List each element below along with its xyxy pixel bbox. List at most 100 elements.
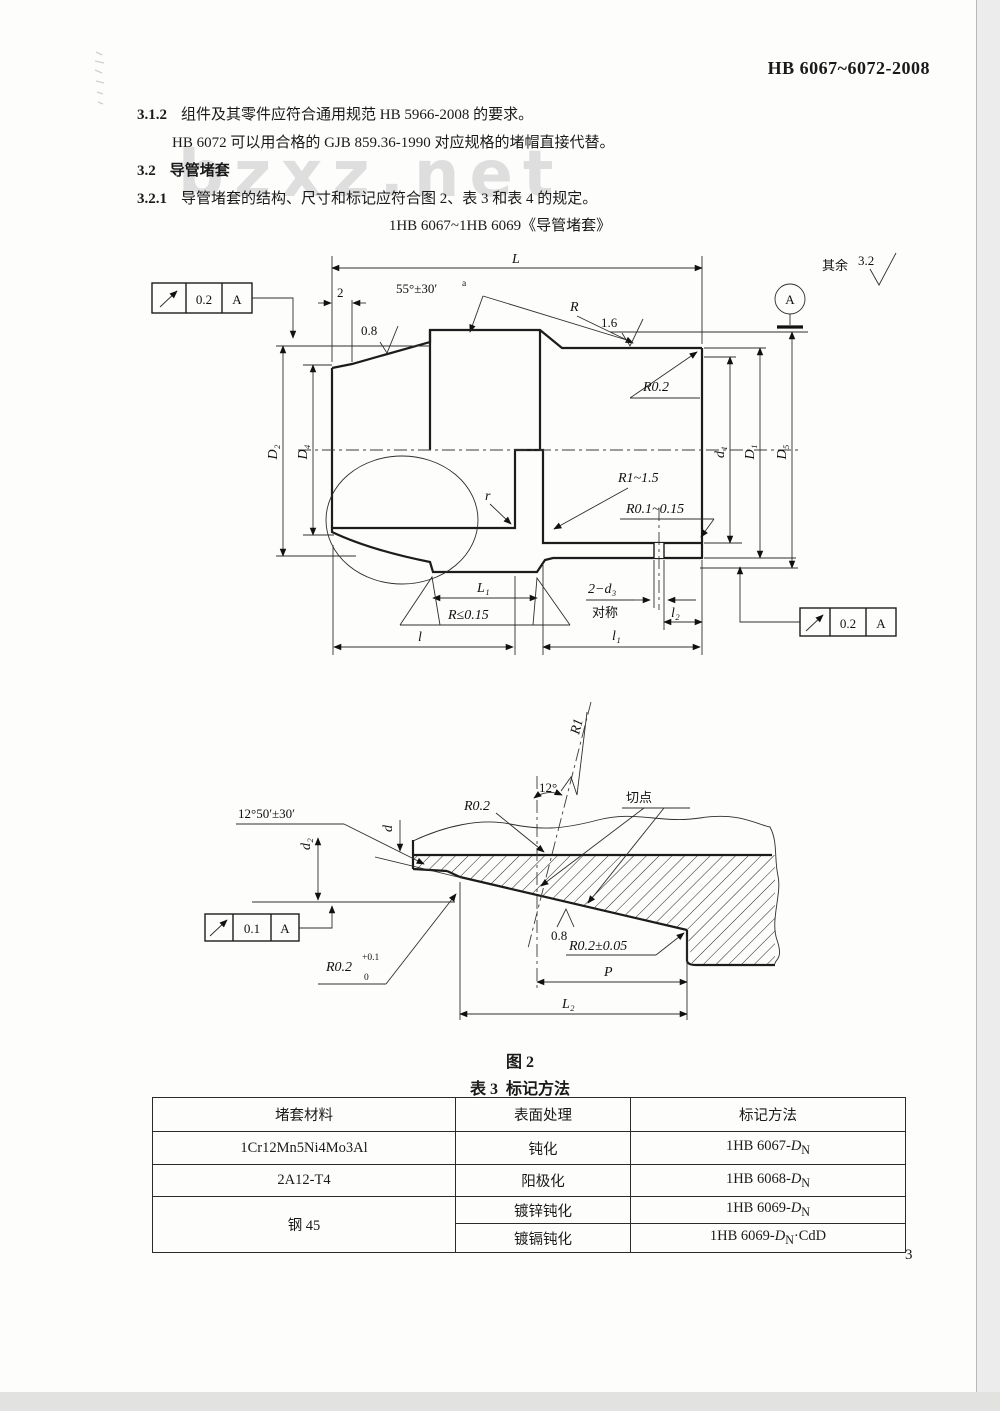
clause-text: 组件及其零件应符合通用规范 HB 5966-2008 的要求。 [181, 107, 534, 123]
rest-label: 其余 [822, 258, 848, 273]
drawing-title: 1HB 6067~1HB 6069《导管堵套》 [388, 218, 612, 234]
datum-letter: A [876, 616, 886, 631]
table-row: 镀镉钝化 1HB 6069-DN·CdD [153, 1223, 906, 1253]
zigzag-leader [560, 711, 588, 796]
hatched-section [330, 448, 704, 574]
datum-letter: A [232, 292, 242, 307]
section-title: 导管堵套 [169, 163, 230, 179]
tolerance-value: 0.1 [244, 921, 260, 936]
dim-L1: L₁ [476, 581, 490, 596]
dim-P: P [603, 965, 613, 980]
tolerance-value: 0.2 [840, 616, 856, 631]
dim-d: d [381, 824, 396, 832]
tol-lower: 0 [364, 973, 369, 983]
dim-l: l [418, 630, 422, 645]
tolerance-value: 0.2 [196, 292, 212, 307]
table-title-text: 标记方法 [506, 1081, 571, 1098]
cell-material: 钢 45 [152, 1196, 456, 1253]
upper-top-dimensions: L 2 55°±30′ a 0.8 R 1.6 [318, 252, 703, 362]
radius-R: R [569, 300, 579, 315]
chamfer-angle: 55°±30′ [396, 281, 437, 296]
reference-lines [252, 701, 592, 990]
figure2-detail-drawing: R1 12° 切点 R0.2 12°50′±30′ d d₂ 0.8 R0.2 … [204, 701, 780, 1020]
roughness-mark [869, 252, 897, 286]
clause-3-2-1: 3.2.1 导管堵套的结构、尺寸和标记应符合图 2、表 3 和表 4 的规定。 [137, 190, 597, 209]
radius-R0.1-0.15: R0.1~0.15 [625, 502, 684, 517]
runout-arrow-icon [805, 614, 824, 632]
table-row: 钢 45 镀锌钝化 1HB 6069-DN [152, 1196, 906, 1253]
detail-dimensions: P L₂ [459, 882, 688, 1020]
scan-edge-bottom [0, 1392, 1000, 1411]
clause-3-1-2: 3.1.2 组件及其零件应符合通用规范 HB 5966-2008 的要求。 [137, 106, 533, 125]
gdt-frame-lower: 0.1 A [204, 905, 336, 942]
tol-upper: +0.1 [362, 953, 379, 963]
table3-marking-methods: 堵套材料 表面处理 标记方法 1Cr12Mn5Ni4Mo3Al 钝化 1HB 6… [152, 1097, 906, 1253]
cell-marking: 1HB 6067-DN [630, 1131, 906, 1165]
dim-L: L [511, 252, 520, 267]
watermark: bzxz.net [178, 138, 564, 212]
cell-marking: 1HB 6068-DN [630, 1164, 906, 1197]
clause-number: 3.1.2 [137, 107, 167, 123]
dim-D4: D₄ [296, 444, 311, 460]
dim-d1: d₁ [713, 446, 728, 458]
clause-number: 3.2.1 [137, 191, 167, 207]
general-roughness-note: 其余 3.2 [822, 252, 897, 286]
cell-marking: 1HB 6069-DN [630, 1196, 906, 1224]
datum-target-A: A [774, 283, 806, 329]
section-number: 3.2 [137, 163, 156, 179]
rest-value: 3.2 [858, 253, 874, 268]
figure-caption: 图 2 [505, 1054, 534, 1071]
table-header-row: 堵套材料 表面处理 标记方法 [152, 1097, 906, 1132]
section-3-2: 3.2 导管堵套 [137, 162, 230, 181]
dim-D2: D₂ [266, 444, 281, 460]
roughness-0.8: 0.8 [361, 323, 377, 338]
cell-treatment: 镀镉钝化 [455, 1223, 631, 1253]
page-number: 3 [905, 1247, 913, 1263]
dim-d2: d₂ [299, 838, 314, 850]
roughness-mark [379, 325, 399, 354]
header-material: 堵套材料 [152, 1097, 456, 1132]
corner-radius-note: R0.2 [629, 351, 700, 399]
radius-R0.2-tol: R0.2 [325, 960, 352, 975]
table-row: 1Cr12Mn5Ni4Mo3Al 钝化 1HB 6067-DN [152, 1131, 906, 1165]
radius-R1: R1 [568, 717, 587, 737]
dim-L2: L₂ [561, 997, 575, 1012]
roughness-1.6: 1.6 [601, 315, 618, 330]
radius-R1-1.5: R1~1.5 [617, 471, 659, 486]
cell-treatment: 阳极化 [455, 1164, 631, 1197]
clause-text: 导管堵套的结构、尺寸和标记应符合图 2、表 3 和表 4 的规定。 [181, 191, 598, 207]
dim-D1: D₁ [743, 445, 758, 461]
gdt-frame-left: 0.2 A [151, 282, 297, 339]
table-number: 表 3 [469, 1081, 498, 1098]
table-title: 表 3 标记方法 [420, 1075, 620, 1099]
runout-arrow-icon [209, 919, 228, 937]
figure2-upper-drawing: 0.2 A L 2 55°±30′ a 0.8 R 1.6 [151, 252, 897, 655]
right-diameter-dimensions: d₁ D₁ D₅ [610, 331, 808, 569]
scan-edge-right [976, 0, 1000, 1411]
fillet-notes: r R1~1.5 R0.1~0.15 [485, 471, 715, 538]
tangent-point-label: 切点 [626, 790, 652, 805]
radius-R0.2: R0.2 [642, 380, 669, 395]
scan-smudge [94, 51, 105, 105]
cell-marking: 1HB 6069-DN·CdD [630, 1223, 906, 1253]
sleeve-cross-section [298, 328, 800, 610]
roughness-mark [621, 318, 644, 347]
cell-material: 1Cr12Mn5Ni4Mo3Al [152, 1131, 456, 1165]
dim-2: 2 [337, 285, 344, 300]
angle-footnote: a [462, 279, 467, 289]
R1-profile-line [527, 701, 592, 949]
radius-r: r [485, 489, 491, 504]
radius-R-le-0.15: R≤0.15 [447, 608, 489, 623]
bottom-dimensions: L₁ R≤0.15 l l₁ 2−d₃ 对称 l₂ [332, 545, 703, 655]
cell-material: 2A12-T4 [152, 1164, 456, 1197]
taper-extension [374, 856, 463, 879]
datum-letter: A [280, 921, 290, 936]
dim-l1: l₁ [612, 629, 621, 644]
roughness-mark [556, 907, 575, 928]
detail-view-circle [325, 455, 479, 585]
holes-symmetric: 对称 [592, 605, 618, 620]
clause-3-1-2-cont: HB 6072 可以用合格的 GJB 859.36-1990 对应规格的堵帽直接… [172, 135, 615, 151]
roughness-0.8: 0.8 [551, 928, 567, 943]
detail-annotations: R1 12° 切点 R0.2 12°50′±30′ d d₂ 0.8 R0.2 … [236, 711, 690, 985]
